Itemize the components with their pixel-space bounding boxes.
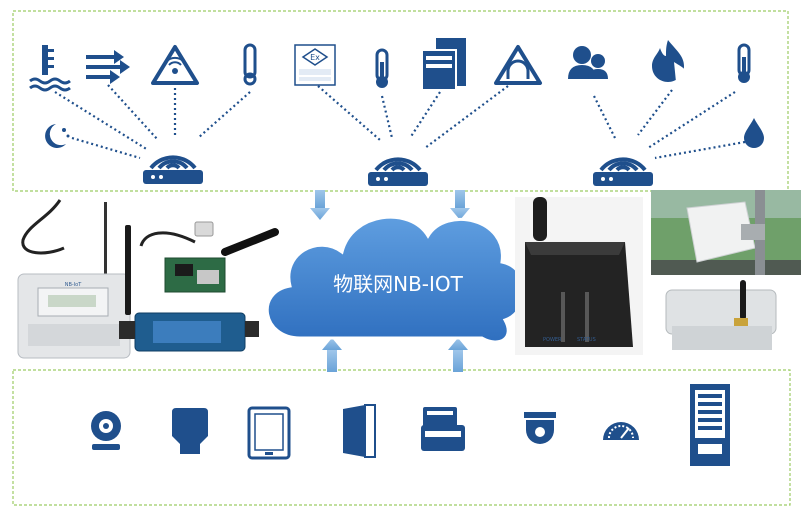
- top-frame: [12, 10, 789, 192]
- router-label-power: POWER: [543, 337, 562, 343]
- raspberry-nb-iot-hat: [139, 221, 279, 293]
- smart-lock-icon: [172, 408, 208, 454]
- router-device: POWER STATUS: [515, 197, 643, 355]
- water-drop-icon: [744, 118, 764, 148]
- bottom-frame: [12, 369, 791, 506]
- gateway-right: [593, 157, 653, 186]
- radiation-warning-icon: [151, 45, 199, 85]
- server-cabinet-icon: [421, 38, 466, 91]
- night-icon: [45, 124, 70, 148]
- cloud: 物联网NB-IOT: [265, 215, 526, 344]
- people-icon: [568, 46, 608, 79]
- vending-machine-icon: [690, 384, 730, 466]
- gateway-left: [143, 155, 203, 184]
- svg-text:Ex: Ex: [310, 53, 320, 62]
- dome-camera-icon: [524, 412, 556, 444]
- industrial-modem-photo: [652, 280, 802, 360]
- fire-icon: [652, 40, 686, 82]
- thermometer-icon: [375, 48, 389, 88]
- arrow-down-right: [450, 190, 470, 220]
- gateway-middle: [368, 157, 428, 186]
- dotted-links: [54, 84, 746, 160]
- tablet-icon: [247, 406, 291, 460]
- arrow-up-left: [322, 338, 342, 372]
- nb-iot-meter-device: NB-IoT: [17, 199, 131, 359]
- door-icon: [343, 404, 376, 458]
- webcam-icon: [91, 411, 121, 450]
- gauge-icon: [603, 422, 639, 440]
- router-label-status: STATUS: [577, 337, 596, 343]
- arrows: [310, 190, 470, 372]
- tunnel-warning-icon: [494, 45, 542, 85]
- cloud-label: 物联网NB-IOT: [333, 272, 464, 296]
- ex-explosion-proof-icon: Ex: [294, 44, 336, 86]
- thermometer-icon: [243, 43, 257, 86]
- panel-antenna-photo: [651, 190, 801, 275]
- device-label: NB-IoT: [65, 282, 83, 288]
- arrow-down-left: [310, 190, 330, 220]
- arrow-up-right: [448, 338, 468, 372]
- water-level-icon: [29, 45, 71, 92]
- dtu-modem-device: [119, 225, 259, 352]
- thermometer-icon: [737, 43, 751, 83]
- card-payment-icon: [421, 407, 465, 451]
- wind-icon: [86, 50, 130, 84]
